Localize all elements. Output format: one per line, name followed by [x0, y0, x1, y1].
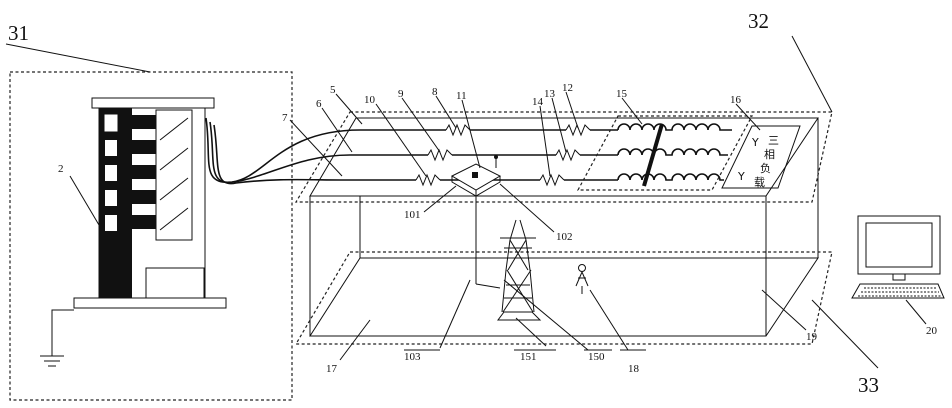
- label-33: 33: [858, 373, 879, 397]
- label-20: 20: [926, 325, 938, 337]
- load-text-5: Y: [751, 136, 759, 149]
- load-text-4: 载: [754, 176, 765, 189]
- label-10: 10: [364, 94, 376, 106]
- device-box-icon: [452, 155, 500, 196]
- ground-symbol-icon: [40, 310, 74, 366]
- lower-board: [310, 258, 818, 336]
- label-103: 103: [404, 351, 421, 363]
- label-31: 31: [8, 21, 29, 45]
- leader-33: [812, 300, 878, 368]
- leader-20: [906, 300, 926, 324]
- person-icon: [576, 265, 588, 295]
- load-box: 三 相 负 载 Y Y: [722, 126, 800, 189]
- load-text-1: 三: [768, 134, 779, 147]
- label-151: 151: [520, 351, 537, 363]
- load-text-6: Y: [737, 170, 745, 183]
- label-15: 15: [616, 88, 628, 100]
- leader-32: [792, 36, 832, 112]
- label-19: 19: [806, 331, 818, 343]
- label-13: 13: [544, 88, 556, 100]
- label-6: 6: [316, 98, 322, 110]
- leader-31: [6, 44, 150, 72]
- label-14: 14: [532, 96, 544, 108]
- load-text-3: 负: [760, 161, 771, 175]
- label-2: 2: [58, 163, 64, 175]
- inductor-coil-icon: [618, 124, 732, 186]
- label-12: 12: [562, 82, 573, 94]
- label-9: 9: [398, 88, 404, 100]
- leader-2: [70, 176, 99, 225]
- tank-box: [310, 118, 818, 336]
- label-8: 8: [432, 86, 438, 98]
- label-11: 11: [456, 90, 467, 102]
- label-17: 17: [326, 363, 338, 375]
- label-5: 5: [330, 84, 336, 96]
- label-32: 32: [748, 9, 769, 33]
- label-16: 16: [730, 94, 742, 106]
- building-icon: [74, 98, 226, 308]
- computer-icon: [852, 216, 944, 298]
- load-text-2: 相: [764, 148, 775, 161]
- tower-wire: [476, 284, 500, 288]
- label-102: 102: [556, 231, 573, 243]
- lower-leaders: [340, 280, 806, 360]
- label-101: 101: [404, 209, 421, 221]
- label-150: 150: [588, 351, 605, 363]
- label-18: 18: [628, 363, 640, 375]
- label-7: 7: [282, 112, 288, 124]
